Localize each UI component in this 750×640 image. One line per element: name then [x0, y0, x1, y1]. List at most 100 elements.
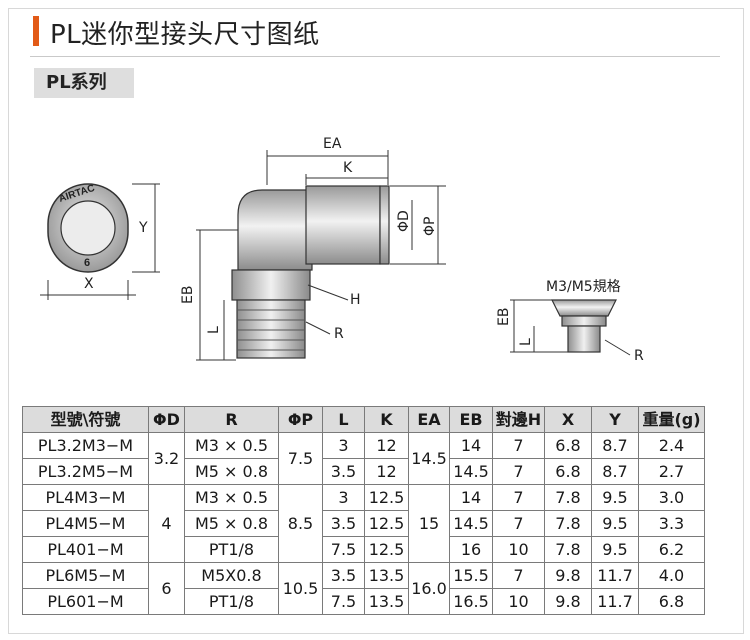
cell-y: 9.5 — [591, 536, 639, 563]
cell-k: 12.5 — [364, 510, 409, 537]
cell-x: 7.8 — [544, 484, 592, 511]
cell-phi-p: 7.5 — [278, 432, 323, 485]
label-x: X — [84, 276, 94, 292]
cell-h: 7 — [492, 484, 545, 511]
cell-r: PT1/8 — [184, 588, 279, 615]
elbow-fitting — [231, 185, 390, 359]
cell-x: 9.8 — [544, 562, 592, 589]
cell-model: PL601−M — [22, 588, 149, 615]
cell-x: 6.8 — [544, 458, 592, 485]
cell-weight: 2.7 — [638, 458, 705, 485]
table-row: PL6M5−M 6 M5X0.8 10.5 3.5 13.5 16.0 15.5… — [22, 562, 705, 615]
cell-weight: 3.0 — [638, 484, 705, 511]
elbow-dimension-lines — [196, 150, 446, 361]
label-r-small: R — [634, 348, 644, 364]
cell-x: 7.8 — [544, 510, 592, 537]
label-eb-small: EB — [496, 307, 512, 326]
cell-k: 12.5 — [364, 536, 409, 563]
cell-l: 7.5 — [322, 588, 365, 615]
header-eb: EB — [449, 406, 493, 433]
cell-l: 7.5 — [322, 536, 365, 563]
cell-x: 7.8 — [544, 536, 592, 563]
size-mark: 6 — [84, 257, 90, 269]
header-l: L — [322, 406, 365, 433]
table-row: PL4M3−M 4 M3 × 0.5 8.5 3 12.5 15 14 7 7.… — [22, 484, 705, 563]
table-row: PL3.2M3−M 3.2 M3 × 0.5 7.5 3 12 14.5 14 … — [22, 432, 705, 485]
cell-ea: 16.0 — [408, 562, 450, 615]
cell-eb: 16 — [449, 536, 493, 563]
cell-model: PL3.2M5−M — [22, 458, 149, 485]
cell-l: 3.5 — [322, 510, 365, 537]
cell-k: 13.5 — [364, 562, 409, 589]
cell-y: 11.7 — [591, 588, 639, 615]
cell-model: PL6M5−M — [22, 562, 149, 589]
cell-phi-p: 8.5 — [278, 484, 323, 563]
table-row: PL4M5−M M5 × 0.8 3.5 12.5 14.5 7 7.8 9.5… — [22, 510, 705, 537]
cell-r: M3 × 0.5 — [184, 432, 279, 459]
header-x: X — [544, 406, 592, 433]
cell-k: 12 — [364, 458, 409, 485]
cell-model: PL4M3−M — [22, 484, 149, 511]
spec-table: 型號\符號 ΦD R ΦP L K EA EB 對邊H X Y 重量(g) PL… — [22, 406, 705, 615]
cell-r: PT1/8 — [184, 536, 279, 563]
cell-y: 9.5 — [591, 484, 639, 511]
cell-l: 3.5 — [322, 458, 365, 485]
cell-y: 9.5 — [591, 510, 639, 537]
cell-l: 3.5 — [322, 562, 365, 589]
cell-r: M5X0.8 — [184, 562, 279, 589]
cell-eb: 14.5 — [449, 458, 493, 485]
dimension-drawing: AIRTAC 6 — [40, 150, 631, 361]
table-row: PL601−M PT1/8 7.5 13.5 16.5 10 9.8 11.7 … — [22, 588, 705, 615]
header-phi-p: ΦP — [278, 406, 323, 433]
page-title: PL迷你型接头尺寸图纸 — [50, 20, 320, 50]
label-eb: EB — [180, 285, 196, 304]
cell-y: 11.7 — [591, 562, 639, 589]
cell-x: 6.8 — [544, 432, 592, 459]
cell-weight: 2.4 — [638, 432, 705, 459]
label-ea: EA — [323, 136, 342, 152]
cell-l: 3 — [322, 432, 365, 459]
cell-ea: 14.5 — [408, 432, 450, 485]
header-h: 對邊H — [492, 406, 545, 433]
cell-weight: 6.2 — [638, 536, 705, 563]
title-divider — [30, 56, 720, 57]
cell-h: 10 — [492, 588, 545, 615]
cell-k: 12.5 — [364, 484, 409, 511]
cell-phi-d: 3.2 — [148, 432, 185, 485]
cell-x: 9.8 — [544, 588, 592, 615]
header-phi-d: ΦD — [148, 406, 185, 433]
cell-phi-d: 4 — [148, 484, 185, 563]
cell-r: M3 × 0.5 — [184, 484, 279, 511]
header-weight: 重量(g) — [638, 406, 705, 433]
m3-m5-fitting — [551, 299, 617, 353]
label-k: K — [343, 160, 353, 176]
label-phi-p: ΦP — [422, 216, 438, 236]
cell-h: 7 — [492, 510, 545, 537]
page-frame — [8, 8, 744, 634]
cell-model: PL3.2M3−M — [22, 432, 149, 459]
cell-phi-p: 10.5 — [278, 562, 323, 615]
header-y: Y — [591, 406, 639, 433]
cell-k: 12 — [364, 432, 409, 459]
cell-model: PL401−M — [22, 536, 149, 563]
end-view — [40, 183, 160, 300]
header-r: R — [184, 406, 279, 433]
header-ea: EA — [408, 406, 450, 433]
cell-weight: 4.0 — [638, 562, 705, 589]
label-y: Y — [139, 220, 148, 236]
header-k: K — [364, 406, 409, 433]
label-phi-d: ΦD — [396, 210, 412, 232]
cell-k: 13.5 — [364, 588, 409, 615]
cell-h: 7 — [492, 458, 545, 485]
cell-h: 7 — [492, 432, 545, 459]
cell-ea: 15 — [408, 484, 450, 563]
cell-r: M5 × 0.8 — [184, 510, 279, 537]
cell-eb: 14 — [449, 484, 493, 511]
cell-eb: 14.5 — [449, 510, 493, 537]
cell-weight: 3.3 — [638, 510, 705, 537]
cell-eb: 15.5 — [449, 562, 493, 589]
table-row: PL3.2M5−M M5 × 0.8 3.5 12 14.5 7 6.8 8.7… — [22, 458, 705, 485]
table-row: PL401−M PT1/8 7.5 12.5 16 10 7.8 9.5 6.2 — [22, 536, 705, 563]
cell-r: M5 × 0.8 — [184, 458, 279, 485]
cell-eb: 14 — [449, 432, 493, 459]
